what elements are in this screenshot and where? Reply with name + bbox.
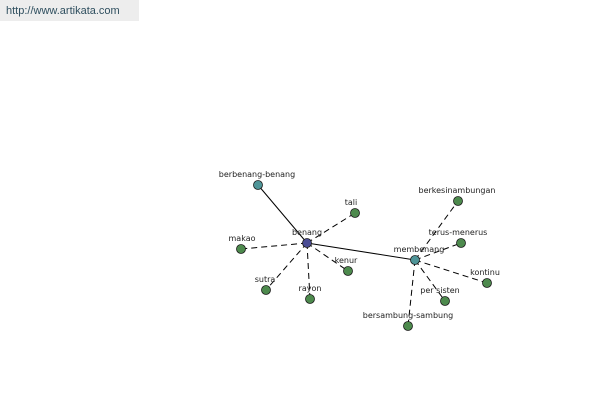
node-benang[interactable] bbox=[302, 238, 312, 248]
node-bersambung-sambung[interactable] bbox=[403, 321, 413, 331]
node-rayon[interactable] bbox=[305, 294, 315, 304]
edge-membenang-terus-menerus bbox=[414, 242, 462, 261]
node-label-kenur[interactable]: kenur bbox=[335, 256, 358, 265]
node-label-kontinu[interactable]: kontinu bbox=[470, 268, 500, 277]
node-label-makao[interactable]: makao bbox=[229, 234, 256, 243]
node-tali[interactable] bbox=[350, 208, 360, 218]
node-label-berbenang-benang[interactable]: berbenang-benang bbox=[219, 170, 295, 179]
site-url-link[interactable]: http://www.artikata.com bbox=[0, 0, 139, 21]
node-label-rayon[interactable]: rayon bbox=[299, 284, 322, 293]
node-label-membenang[interactable]: membenang bbox=[394, 245, 445, 254]
node-label-persisten[interactable]: per sisten bbox=[420, 286, 460, 295]
node-membenang[interactable] bbox=[410, 255, 420, 265]
edge-membenang-berkesinambungan bbox=[414, 200, 459, 261]
node-berkesinambungan[interactable] bbox=[453, 196, 463, 206]
edge-membenang-persisten bbox=[414, 259, 446, 302]
node-terus-menerus[interactable] bbox=[456, 238, 466, 248]
node-label-berkesinambungan[interactable]: berkesinambungan bbox=[419, 186, 496, 195]
edge-benang-sutra bbox=[265, 242, 308, 291]
node-berbenang-benang[interactable] bbox=[253, 180, 263, 190]
edge-benang-berbenang-benang bbox=[257, 184, 308, 244]
node-sutra[interactable] bbox=[261, 285, 271, 295]
graph-nodes: benang membenang berbenang-benang tali makao… bbox=[219, 170, 500, 331]
node-label-bersambung-sambung[interactable]: bersambung-sambung bbox=[363, 311, 454, 320]
graph-edges bbox=[240, 184, 488, 327]
edge-benang-makao bbox=[240, 242, 308, 250]
node-persisten[interactable] bbox=[440, 296, 450, 306]
edge-benang-membenang bbox=[306, 242, 416, 261]
node-makao[interactable] bbox=[236, 244, 246, 254]
node-label-benang[interactable]: benang bbox=[292, 228, 322, 237]
node-kenur[interactable] bbox=[343, 266, 353, 276]
node-label-terus-menerus[interactable]: terus-menerus bbox=[429, 228, 488, 237]
edge-membenang-kontinu bbox=[414, 259, 488, 284]
edge-membenang-bersambung-sambung bbox=[407, 259, 416, 327]
node-label-sutra[interactable]: sutra bbox=[255, 275, 276, 284]
node-label-tali[interactable]: tali bbox=[345, 198, 357, 207]
edge-benang-kenur bbox=[306, 242, 349, 272]
node-kontinu[interactable] bbox=[482, 278, 492, 288]
